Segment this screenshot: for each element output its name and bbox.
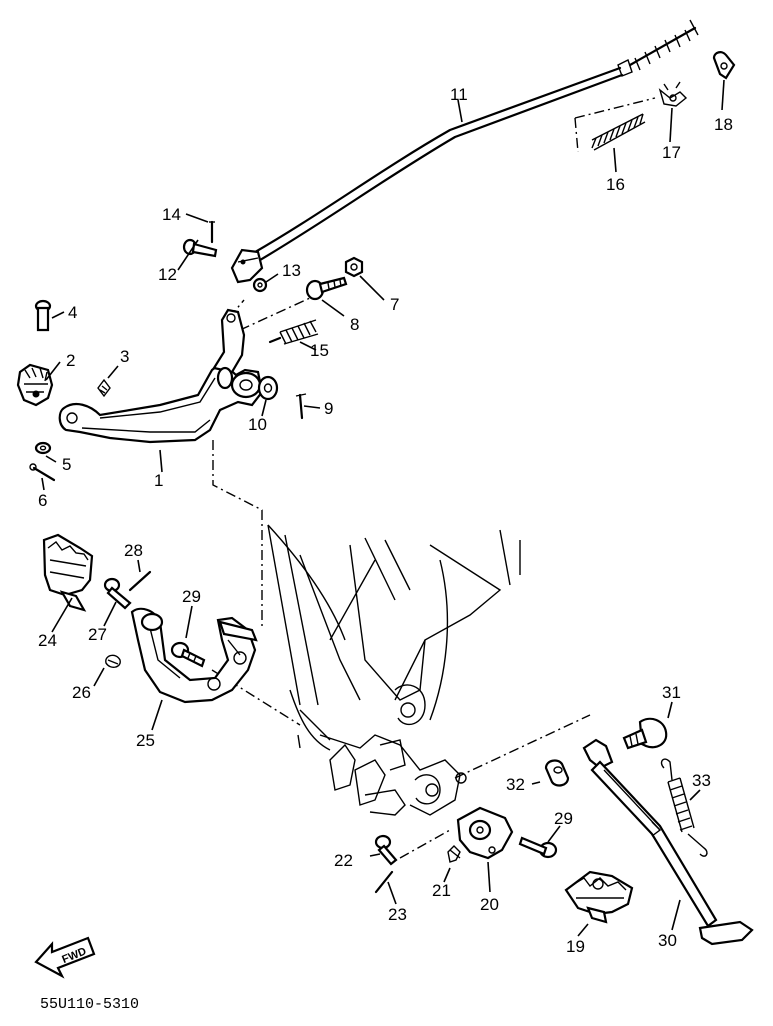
wing-nut-18 [712,51,736,80]
footrest-24 [42,533,94,612]
spring-16 [591,113,646,151]
bolt-29-lower [518,836,558,859]
label-21: 21 [432,881,451,900]
spring-clip [97,378,111,398]
footrest-bracket-25 [130,607,258,704]
forward-arrow-icon: FWD [34,936,96,979]
stopper-31 [622,717,668,750]
return-spring-15 [268,319,319,345]
label-18: 18 [714,115,733,134]
pedal-tip [16,363,54,407]
bolt-12 [182,238,218,258]
footrest-bracket-20 [456,806,514,860]
collar-32 [544,759,570,787]
label-28: 28 [124,541,143,560]
washer-5 [34,441,52,455]
bolt-8 [305,276,348,301]
label-14: 14 [162,205,181,224]
label-16: 16 [606,175,625,194]
label-6: 6 [38,491,47,510]
footrest-19 [564,870,634,924]
spring-26 [105,654,121,668]
label-26: 26 [72,683,91,702]
label-5: 5 [62,455,71,474]
pedal-pin [34,299,52,332]
part-labels: 1 2 3 4 5 6 7 8 9 10 11 12 13 14 15 16 1… [38,85,733,956]
spring-21 [447,845,461,863]
pin-14 [209,220,215,244]
label-17: 17 [662,143,681,162]
label-27: 27 [88,625,107,644]
label-29-lower: 29 [554,809,573,828]
assembly-lines [211,97,656,859]
label-19: 19 [566,937,585,956]
bolt-29-upper [170,641,206,668]
label-11: 11 [450,85,468,104]
label-9: 9 [324,399,333,418]
label-8: 8 [350,315,359,334]
washer-10 [257,375,279,401]
rod-bracket [230,248,264,284]
sidestand-spring-33 [660,758,708,857]
label-32: 32 [506,775,525,794]
cotter-pin-23 [374,870,394,894]
cotter-pin-9 [295,393,307,420]
label-29-upper: 29 [182,587,201,606]
label-31: 31 [662,683,681,702]
frame-outline [267,524,521,816]
sidestand-30 [582,738,754,946]
brake-rod [248,19,699,265]
cotter-pin-6 [29,463,56,482]
label-23: 23 [388,905,407,924]
label-13: 13 [282,261,301,280]
nut-7 [344,256,364,278]
label-12: 12 [158,265,177,284]
label-33: 33 [692,771,711,790]
pin-22 [374,834,398,866]
adjuster-17 [658,81,688,107]
label-10: 10 [248,415,267,434]
drawing-code: 55U110-5310 [40,996,139,1013]
label-2: 2 [66,351,75,370]
label-25: 25 [136,731,155,750]
label-1: 1 [154,471,163,490]
label-7: 7 [390,295,399,314]
label-24: 24 [38,631,57,650]
cotter-pin-28 [128,570,152,592]
label-20: 20 [480,895,499,914]
label-30: 30 [658,931,677,950]
label-15: 15 [310,341,329,360]
leader-lines [41,79,725,937]
brake-pedal [58,308,264,444]
washer-13 [252,277,268,293]
label-3: 3 [120,347,129,366]
label-4: 4 [68,303,77,322]
label-22: 22 [334,851,353,870]
pin-27 [103,577,132,610]
